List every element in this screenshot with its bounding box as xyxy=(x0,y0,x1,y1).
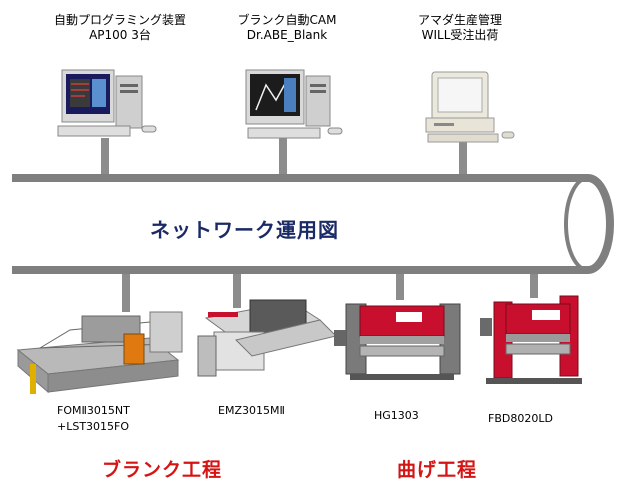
computer-icon xyxy=(245,69,343,139)
computer-icon xyxy=(425,71,515,143)
machine-name: HG1303 xyxy=(374,409,419,422)
computer-label-will: アマダ生産管理 WILL受注出荷 xyxy=(380,13,540,43)
connector-machine-1 xyxy=(122,270,130,312)
machine-pressbrake-icon xyxy=(480,295,582,384)
pc-connectors xyxy=(101,138,467,180)
computer-name: ブランク自動CAM xyxy=(237,13,337,27)
connector-machine-2 xyxy=(233,270,241,308)
computer-detail: Dr.ABE_Blank xyxy=(246,28,328,42)
machine-connectors xyxy=(122,270,538,312)
machine-name: FOMⅡ3015NT xyxy=(57,404,130,417)
machine-label-fom: FOMⅡ3015NT +LST3015FO xyxy=(57,403,130,435)
network-title: ネットワーク運用図 xyxy=(150,218,339,242)
computer-name: 自動プログラミング装置 xyxy=(53,13,186,27)
machine-name: EMZ3015MⅡ xyxy=(218,404,285,417)
connector-pc-1 xyxy=(101,138,109,180)
connector-pc-3 xyxy=(459,140,467,180)
computer-name: アマダ生産管理 xyxy=(417,13,502,27)
computer-detail: WILL受注出荷 xyxy=(421,28,499,42)
connector-machine-4 xyxy=(530,270,538,298)
connector-machine-3 xyxy=(396,270,404,300)
computer-icon xyxy=(57,69,157,137)
machine-label-hg: HG1303 xyxy=(374,408,419,424)
machine-pressbrake-icon xyxy=(334,303,461,380)
process-label-blanking: ブランク工程 xyxy=(102,459,223,481)
computer-label-cam: ブランク自動CAM Dr.ABE_Blank xyxy=(212,13,362,43)
machine-laser-icon xyxy=(16,311,183,394)
machine-detail: +LST3015FO xyxy=(57,420,130,433)
process-label-bending: 曲げ工程 xyxy=(397,459,478,481)
network-bus xyxy=(12,174,614,274)
machine-punch-icon xyxy=(197,299,337,377)
machine-label-fbd: FBD8020LD xyxy=(488,411,553,427)
machine-name: FBD8020LD xyxy=(488,412,553,425)
computer-detail: AP100 3台 xyxy=(89,28,151,42)
computer-label-ap100: 自動プログラミング装置 AP100 3台 xyxy=(30,13,210,43)
connector-pc-2 xyxy=(279,138,287,180)
machine-label-emz: EMZ3015MⅡ xyxy=(218,403,285,419)
